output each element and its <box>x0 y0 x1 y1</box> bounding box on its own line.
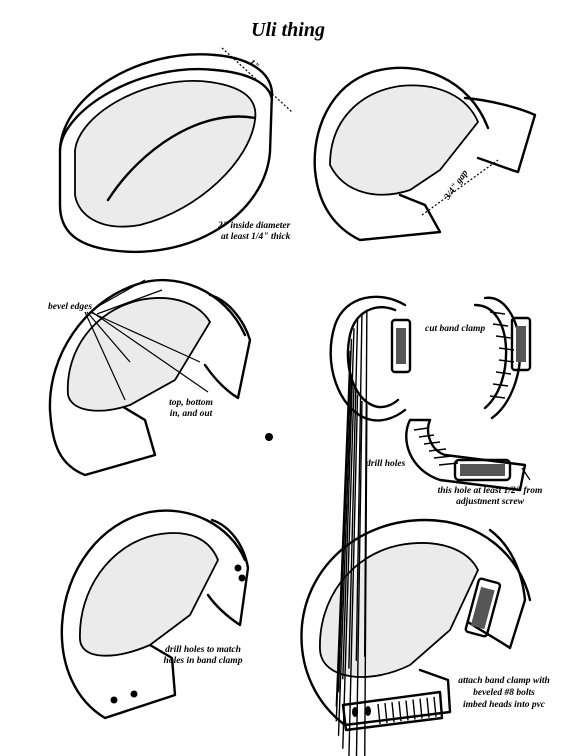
ring-outer-front <box>58 53 274 254</box>
clamp-cut-band <box>405 418 527 492</box>
clamp-right-screw <box>516 326 526 362</box>
panel-drill-holes <box>60 509 250 720</box>
beveled-bolts-label: beveled #8 bolts <box>473 688 535 698</box>
hole-note-label: this hole at least 1/2" from <box>437 486 543 496</box>
drill-holes-label: drill holes <box>366 459 406 469</box>
clamp-left-band <box>329 295 407 422</box>
drill-hole-dots <box>110 564 246 704</box>
clamp-left-screw-housing <box>390 318 412 374</box>
attach-ring-band-right <box>466 528 527 650</box>
page-title: Uli thing <box>251 19 325 41</box>
ring-inner-opening <box>74 80 257 228</box>
bevel-pointer-lines <box>84 279 209 401</box>
hole-pointer-line <box>521 467 531 481</box>
holes-band-clamp-label: holes in band clamp <box>163 656 243 666</box>
gap-ring-outer <box>313 66 490 242</box>
attach-screw <box>470 586 495 630</box>
clamp-left-screw <box>396 328 406 364</box>
attach-clamp-strap <box>341 690 444 732</box>
panel-full-ring <box>58 47 293 254</box>
bevel-edges-label: bevel edges <box>48 302 93 312</box>
clamp-cut-screw <box>460 464 505 476</box>
bevel-ring-inner-opening <box>67 297 212 412</box>
adjustment-screw-label: adjustment screw <box>456 497 524 507</box>
attach-bolt-heads <box>352 706 371 717</box>
inside-diameter-label: 2" inside diameter <box>218 221 291 231</box>
clamp-cut-screw-housing <box>453 458 512 482</box>
cut-band-clamp-label: cut band clamp <box>425 324 486 334</box>
attach-strap-slots <box>377 696 437 725</box>
bevel-ring-outer <box>48 278 247 477</box>
gap-ring-inner-opening <box>329 84 480 196</box>
clamp-left-slots <box>335 309 368 756</box>
attach-clamp-label: attach band clamp with <box>458 676 550 686</box>
drill-match-label: drill holes to match <box>165 645 241 655</box>
thickness-label: at least 1/4" thick <box>221 232 291 242</box>
panel-band-clamp <box>329 295 532 492</box>
clamp-right-band <box>483 296 522 420</box>
bevel-ring-band-right <box>203 293 252 400</box>
clamp-right-screw-housing <box>510 316 532 372</box>
imbed-heads-label: imbed heads into pvc <box>462 700 546 710</box>
drill-ring-inner-opening <box>79 532 219 657</box>
drill-ring-band-right <box>206 518 250 627</box>
stray-dot <box>265 433 273 441</box>
in-out-label: in, and out <box>169 409 213 419</box>
panel-bevel-edges <box>48 278 273 477</box>
clamp-right-band-inner <box>473 303 508 410</box>
attach-ring-outer <box>300 518 532 727</box>
panel-ring-with-gap <box>313 66 537 242</box>
drill-ring-outer <box>60 509 247 720</box>
top-bottom-label: top, bottom <box>169 398 213 408</box>
attach-screw-housing <box>464 577 502 638</box>
clamp-right-slots <box>489 311 515 399</box>
gap-ring-band-right <box>463 96 537 174</box>
clamp-cut-slots <box>413 427 459 466</box>
ring-inner-shadow <box>106 115 257 202</box>
